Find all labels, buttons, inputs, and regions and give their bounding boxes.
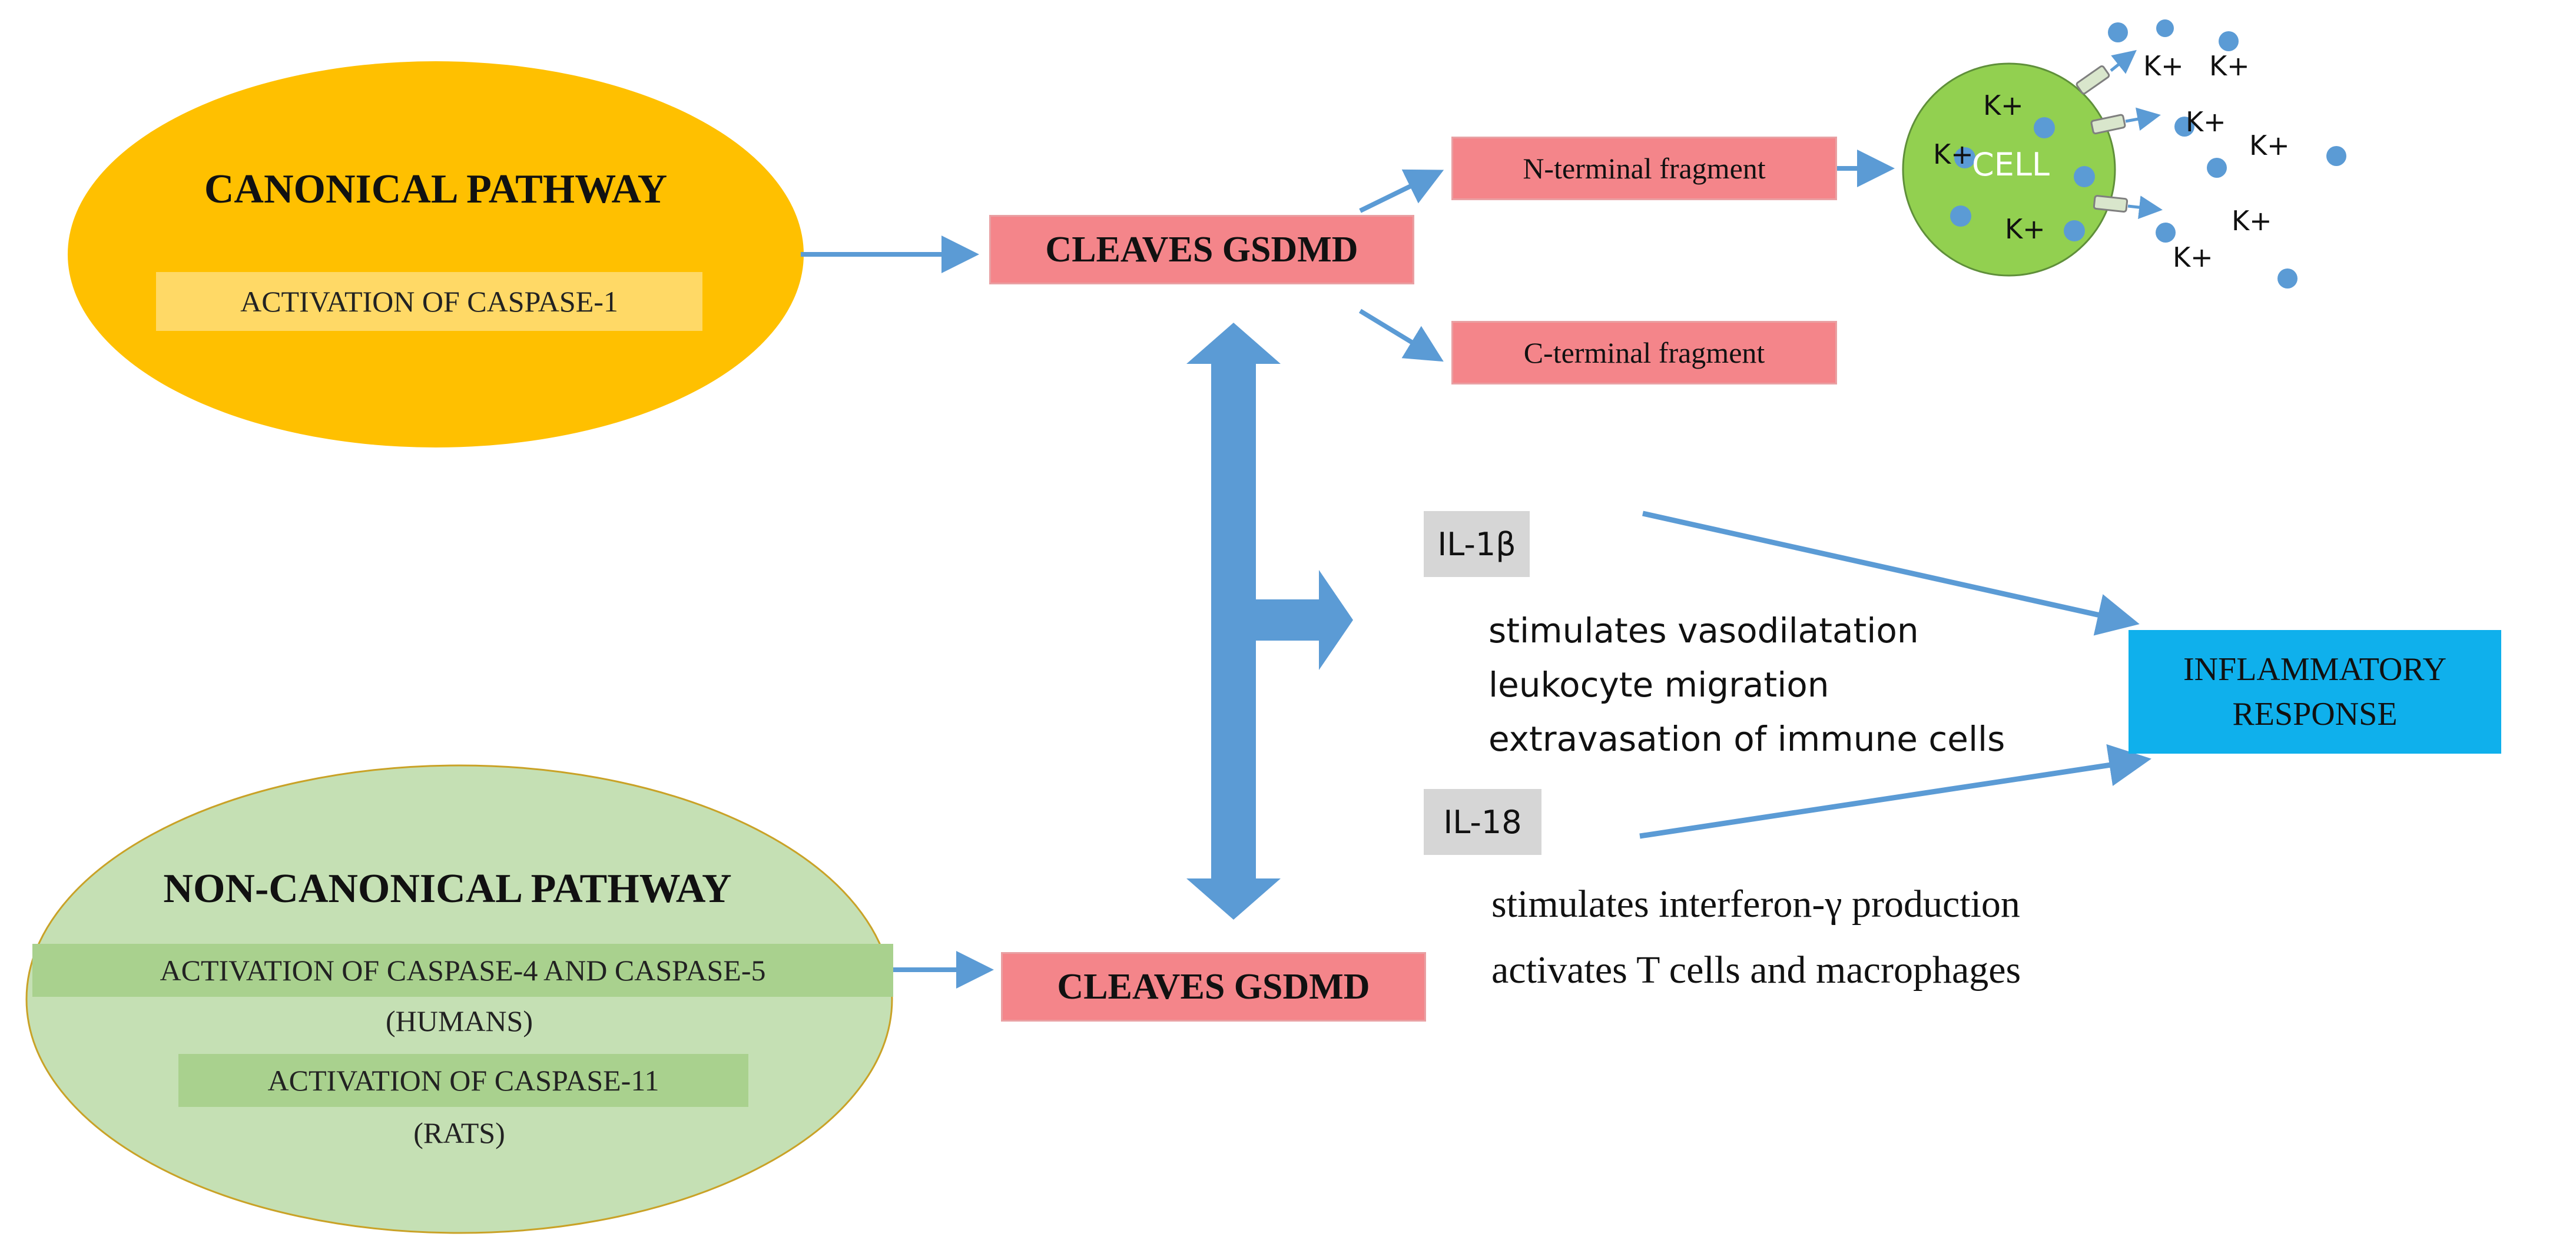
il18-label: IL-18 xyxy=(1424,789,1541,855)
k-ion-outside-1: K+ xyxy=(2143,50,2184,82)
non-canonical-line2: (HUMANS) xyxy=(386,1004,533,1037)
cell-label: CELL xyxy=(1972,146,2050,183)
k-ion-outside-3: K+ xyxy=(2186,106,2226,138)
il18-effects: stimulates interferon-γ production activ… xyxy=(1491,871,2021,1003)
arrow-il1b-to-inflammatory xyxy=(1642,510,2140,636)
non-canonical-line3: ACTIVATION OF CASPASE-11 xyxy=(178,1054,748,1107)
k-ion-outside-6: K+ xyxy=(2173,241,2213,273)
non-canonical-title: NON-CANONICAL PATHWAY xyxy=(163,866,732,911)
canonical-title: CANONICAL PATHWAY xyxy=(204,167,668,212)
k-ion-outside-4: K+ xyxy=(2249,130,2290,161)
arrow-to-c-terminal xyxy=(1358,309,1444,362)
cell-channels xyxy=(2076,65,2129,213)
cell-inner-dots xyxy=(1950,117,2095,241)
il1b-effects: stimulates vasodilatation leukocyte migr… xyxy=(1488,604,2005,766)
extracellular-dots xyxy=(2108,19,2346,289)
non-canonical-line1: ACTIVATION OF CASPASE-4 AND CASPASE-5 xyxy=(32,944,893,997)
il18-effect-2: activates T cells and macrophages xyxy=(1491,949,2021,992)
canonical-subtitle: ACTIVATION OF CASPASE-1 xyxy=(156,272,702,331)
il1b-effect-2: leukocyte migration xyxy=(1488,665,1829,705)
non-canonical-ellipse xyxy=(25,764,893,1234)
il1b-effect-1: stimulates vasodilatation xyxy=(1488,611,1919,651)
inflammatory-line2: RESPONSE xyxy=(2232,696,2398,732)
il1b-label: IL-1β xyxy=(1424,511,1530,577)
efflux-arrows xyxy=(2110,49,2163,220)
k-ion-inside-1: K+ xyxy=(1983,89,2024,121)
cleaves-gsdmd-top: CLEAVES GSDMD xyxy=(989,215,1414,284)
arrow-to-n-terminal xyxy=(1359,169,1444,213)
non-canonical-line4: (RATS) xyxy=(413,1116,505,1149)
double-arrow-branch xyxy=(1186,323,1353,920)
n-terminal-fragment: N-terminal fragment xyxy=(1451,137,1837,200)
canonical-ellipse xyxy=(68,61,804,447)
il18-effect-1: stimulates interferon-γ production xyxy=(1491,883,2020,926)
k-ion-inside-2: K+ xyxy=(1933,138,1974,170)
il1b-effect-3: extravasation of immune cells xyxy=(1488,719,2005,759)
arrow-il18-to-inflammatory xyxy=(1639,744,2151,839)
inflammatory-line1: INFLAMMATORY xyxy=(2183,651,2447,688)
c-terminal-fragment: C-terminal fragment xyxy=(1451,321,1837,384)
inflammatory-response: INFLAMMATORY RESPONSE xyxy=(2129,630,2501,754)
k-ion-outside-5: K+ xyxy=(2232,205,2272,237)
cleaves-gsdmd-bottom: CLEAVES GSDMD xyxy=(1001,952,1426,1022)
k-ion-outside-2: K+ xyxy=(2209,50,2250,82)
k-ion-inside-3: K+ xyxy=(2005,213,2045,245)
